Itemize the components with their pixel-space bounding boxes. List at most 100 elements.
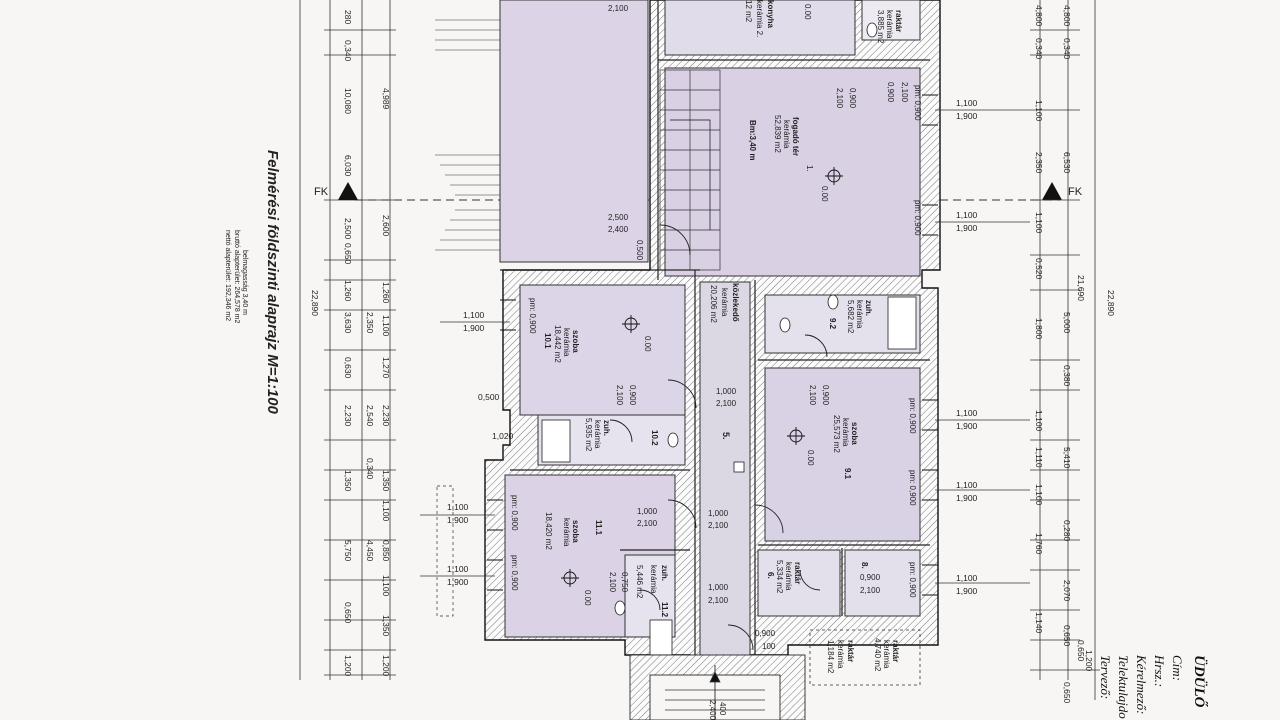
room-name: fogadó tér — [791, 117, 800, 156]
dim-label: 280 — [343, 10, 353, 24]
window-width: 1,100 — [956, 573, 978, 583]
parapet-height: pm: 0,900 — [510, 555, 519, 591]
room-number: 10.1 — [543, 333, 552, 349]
dim-label: 1,260 — [343, 280, 353, 302]
dim-label: 1,100 — [1034, 410, 1044, 432]
window-width: 1,100 — [463, 310, 485, 320]
dim-label: 400 — [718, 702, 727, 716]
parapet-height: pm: 0,900 — [913, 200, 922, 236]
opening-width: 1,000 — [708, 583, 729, 592]
window-height: 1,900 — [956, 223, 978, 233]
opening-width: 1,000 — [637, 507, 658, 516]
room-name: raktár — [894, 10, 903, 32]
door-swing — [754, 504, 784, 534]
room-floor: kerámia — [562, 518, 571, 547]
dim-label: 5,410 — [1062, 447, 1072, 469]
opening-height: 2,100 — [608, 4, 629, 13]
dim-label: 1,200 — [1084, 650, 1094, 672]
titleblock-field: Kérelmező: — [1134, 654, 1149, 714]
room-name: raktár — [891, 640, 900, 662]
room-floor: kerámia — [593, 420, 602, 449]
opening-height: 2,100 — [708, 596, 729, 605]
door-swing — [609, 419, 633, 443]
parapet-height: pm: 0,900 — [528, 298, 537, 334]
plan-title-block: Felmérési földszinti alaprajz M=1:100 be… — [224, 150, 281, 415]
dim-label: 1,100 — [381, 500, 391, 522]
opening-width: 2,500 — [608, 213, 629, 222]
door-swing — [727, 624, 754, 651]
dim-label: 2,350 — [1034, 152, 1044, 174]
level-value: 0.00 — [583, 590, 592, 606]
dim-label: 0,340 — [1034, 38, 1044, 60]
opening-width: 1,000 — [716, 387, 737, 396]
dim-label: 1,100 — [381, 575, 391, 597]
dim-label: 1,200 — [343, 655, 353, 677]
dim-label: 0,280 — [1062, 520, 1072, 542]
dim-label: 1,260 — [381, 282, 391, 304]
dim-label: 1,100 — [1034, 484, 1044, 506]
dim-label: 0,340 — [365, 458, 375, 480]
room-floor: kerámia — [855, 300, 864, 329]
dim-label: 0,340 — [1062, 38, 1072, 60]
room-floor: kerámia — [836, 640, 845, 669]
room-bedroom-10-1 — [519, 284, 686, 416]
room-name: zuh. — [864, 300, 873, 316]
room-floor: kerámia — [562, 328, 571, 357]
room-name: szoba — [571, 520, 580, 543]
section-arrow-right-icon — [1042, 182, 1062, 200]
plan-info-gross: bruttó alapterület: 264,578 m2 — [233, 230, 240, 324]
opening-width: 0,900 — [755, 629, 776, 638]
room-lobby-1 — [664, 67, 921, 277]
opening-width: 1,000 — [708, 509, 729, 518]
room-area: 18,442 m2 — [553, 325, 562, 363]
partitions — [500, 0, 930, 655]
dim-label: 1,350 — [343, 470, 353, 492]
titleblock-field: Hrsz.: — [1152, 654, 1167, 687]
dim-label: 4,450 — [365, 540, 375, 562]
level-value: 0.00 — [803, 4, 812, 20]
dim-label: 2,540 — [365, 405, 375, 427]
opening-height: 2,400 — [608, 225, 629, 234]
dim-label: 3,630 — [343, 312, 353, 334]
level-value: 0.00 — [806, 450, 815, 466]
dim-label: 1,020 — [492, 431, 514, 441]
titleblock-field: Cím: — [1170, 655, 1185, 681]
opening-width: 0,900 — [848, 88, 857, 109]
window-width: 1,100 — [956, 480, 978, 490]
dim-label: 2,230 — [381, 405, 391, 427]
dim-total-left: 22,890 — [310, 290, 320, 316]
room-name: szoba — [850, 422, 859, 445]
room-number: 9.1 — [843, 468, 852, 480]
room-number: 1. — [805, 165, 814, 172]
room-height: Bm:3,40 m — [748, 120, 757, 160]
window-height: 1,900 — [447, 577, 469, 587]
room-floor: kerámia — [841, 418, 850, 447]
level-markers — [561, 167, 843, 587]
dim-label: 1,350 — [381, 615, 391, 637]
room-floor: kerámia — [885, 10, 894, 39]
room-area: 52,839 m2 — [773, 115, 782, 153]
right-dimension-labels: 4,800 0,340 1,100 2,350 1,100 0,520 1,80… — [1034, 5, 1116, 704]
level-value: 0.00 — [643, 336, 652, 352]
door-swing — [659, 224, 691, 256]
opening-labels: 2,500 2,400 1,000 2,100 1,000 2,100 1,00… — [510, 4, 922, 651]
window-height: 1,900 — [956, 111, 978, 121]
dim-label: 0,500 — [478, 392, 500, 402]
staircase — [659, 69, 721, 271]
room-name: zuh. — [660, 565, 669, 581]
room-number: 11.1 — [594, 520, 603, 536]
dim-label: 1,110 — [1034, 447, 1044, 468]
window-width: 1,100 — [956, 408, 978, 418]
shower-tray-10-2 — [541, 419, 571, 463]
dim-label: 21,690 — [1076, 275, 1086, 301]
opening-height: 2,100 — [808, 385, 817, 406]
room-name: raktár — [793, 562, 802, 584]
room-name: közlekedő — [731, 283, 740, 322]
room-floor: kerámia — [649, 565, 658, 594]
entrance-arrow-icon — [709, 671, 721, 683]
dim-label: 2,500 — [343, 218, 353, 240]
left-dimension-lines — [299, 0, 396, 680]
room-area: 5,446 m2 — [635, 565, 644, 599]
toilet-icon — [779, 317, 791, 333]
